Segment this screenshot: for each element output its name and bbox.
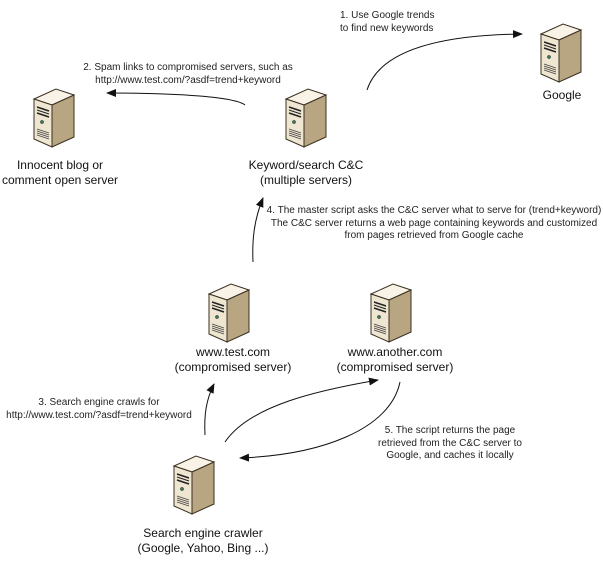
step4-note: 4. The master script asks the C&C server…	[266, 205, 602, 243]
step1-note: 1. Use Google trends to find new keyword…	[340, 10, 450, 35]
step5-line1: 5. The script returns the page	[384, 425, 516, 436]
node-label-cnc: Keyword/search C&C (multiple servers)	[240, 158, 372, 188]
node-label-google: Google	[530, 88, 594, 103]
step3-note: 3. Search engine crawls for http://www.t…	[4, 397, 194, 422]
step5-line2: retrieved from the C&C server to	[378, 437, 522, 449]
innocent-line2: comment open server	[1, 173, 119, 187]
step5-line3: Google, and caches it locally	[386, 450, 514, 461]
cnc-line2: (multiple servers)	[259, 173, 352, 187]
server-icon-cnc	[282, 85, 330, 149]
step1-line2: to find new keywords	[340, 22, 434, 34]
cnc-line1: Keyword/search C&C	[248, 158, 364, 172]
arrow-step4	[252, 197, 264, 263]
node-label-innocent: Innocent blog or comment open server	[0, 158, 120, 188]
node-label-another: www.another.com (compromised server)	[330, 345, 460, 375]
step3-line1: 3. Search engine crawls for	[38, 397, 160, 408]
step2-line2: http://www.test.com/?asdf=trend+keyword	[95, 74, 281, 86]
node-label-test: www.test.com (compromised server)	[168, 345, 298, 375]
another-line1: www.another.com	[347, 345, 443, 359]
arrow-crawl-another	[224, 377, 379, 443]
node-label-crawler: Search engine crawler (Google, Yahoo, Bi…	[128, 526, 278, 556]
innocent-line1: Innocent blog or	[16, 158, 104, 172]
arrow-step2	[106, 89, 246, 106]
server-icon-google	[537, 20, 585, 84]
test-line1: www.test.com	[195, 345, 270, 359]
test-line2: (compromised server)	[174, 360, 292, 374]
step5-note: 5. The script returns the page retrieved…	[365, 425, 535, 463]
step2-line1: 2. Spam links to compromised servers, su…	[83, 62, 293, 73]
step2-note: 2. Spam links to compromised servers, su…	[78, 62, 298, 87]
crawler-line2: (Google, Yahoo, Bing ...)	[137, 541, 269, 555]
arrow-step5	[239, 381, 401, 462]
server-icon-crawler	[170, 452, 218, 516]
step4-line1: 4. The master script asks the C&C server…	[266, 205, 602, 216]
step3-line2: http://www.test.com/?asdf=trend+keyword	[6, 409, 192, 421]
arrow-step3	[204, 383, 215, 436]
step1-line1: 1. Use Google trends	[340, 10, 435, 21]
arrow-step1	[366, 30, 523, 91]
google-name: Google	[542, 88, 582, 102]
crawler-line1: Search engine crawler	[143, 526, 263, 540]
another-line2: (compromised server)	[336, 360, 454, 374]
server-icon-test	[205, 280, 253, 344]
server-icon-another	[367, 280, 415, 344]
server-icon-innocent	[30, 85, 78, 149]
step4-line2: The C&C server returns a web page contai…	[270, 217, 598, 229]
step4-line3: from pages retrieved from Google cache	[344, 230, 524, 241]
